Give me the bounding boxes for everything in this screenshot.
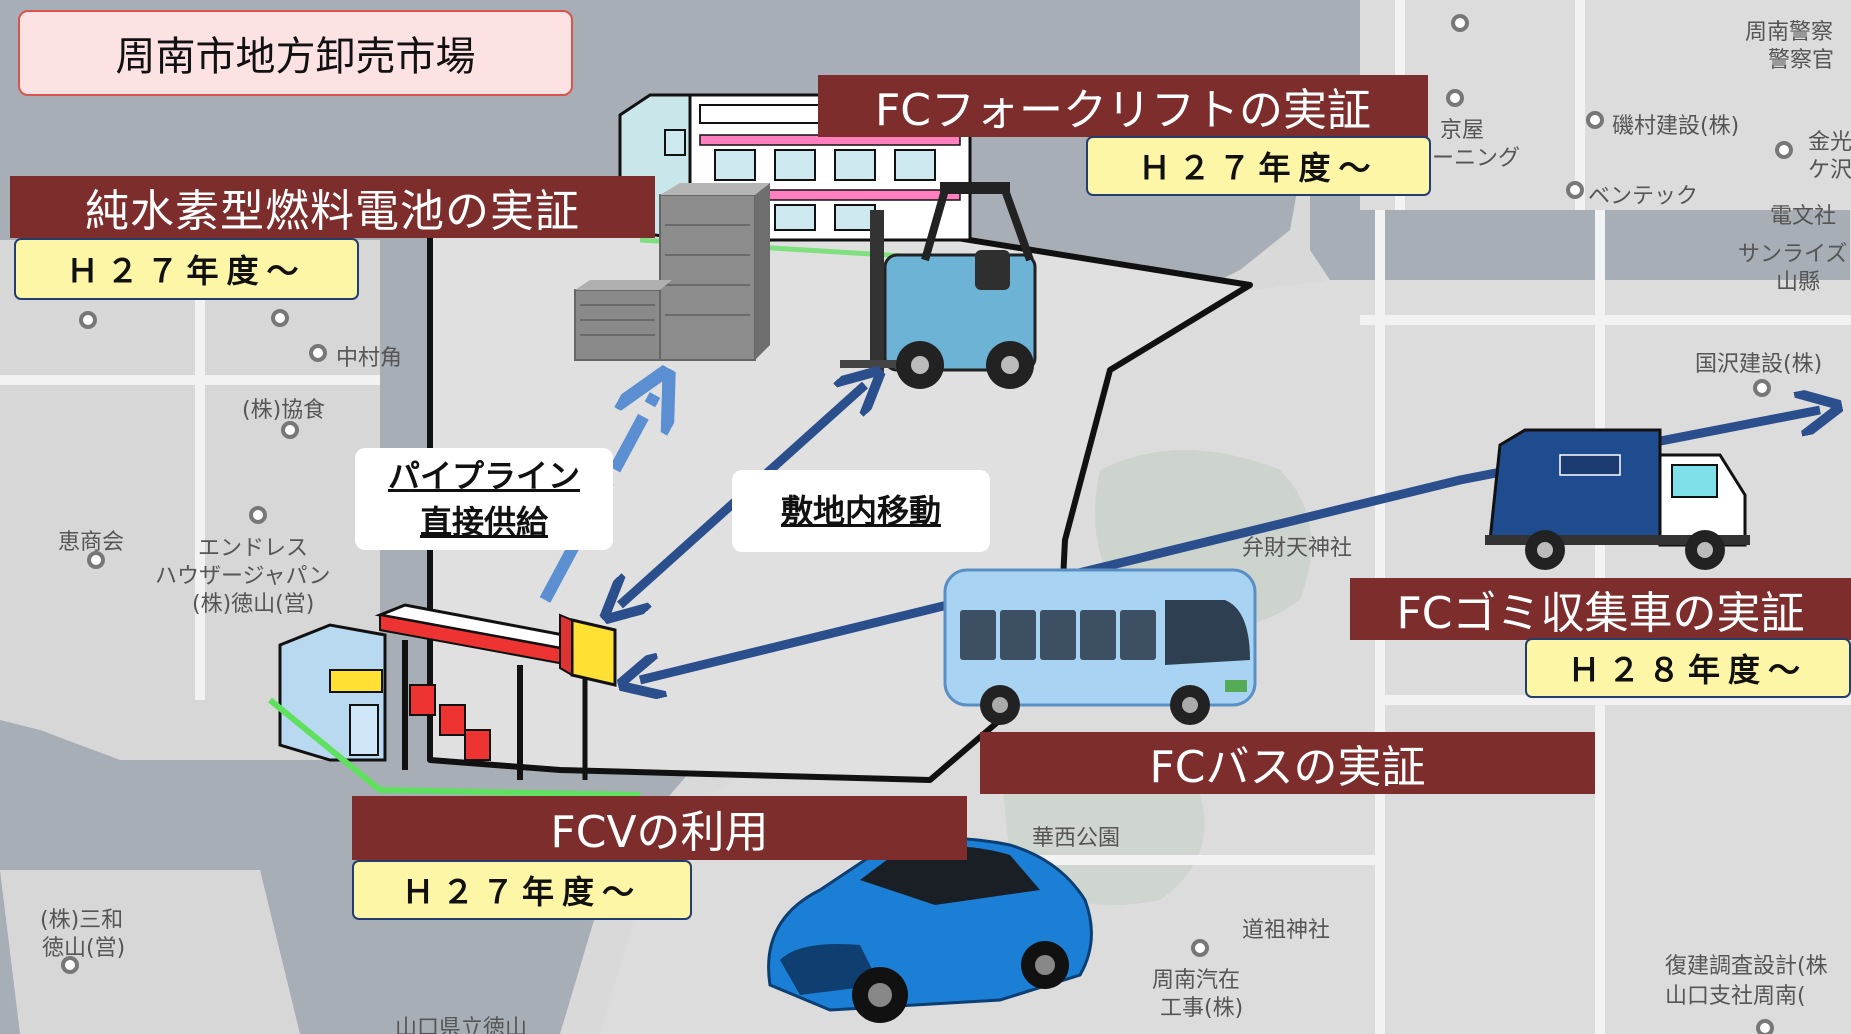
land-left-lower (0, 870, 300, 1034)
forklift-year: Ｈ２７年度～ (1086, 136, 1431, 196)
map-label: ーニング (1432, 146, 1521, 171)
bus-route-arrow (640, 410, 1820, 680)
fcv-year: Ｈ２７年度～ (352, 860, 692, 920)
map-label: 国沢建設(株) (1695, 352, 1823, 377)
fuel-cell-year: Ｈ２７年度～ (14, 238, 359, 300)
map-label: 工事(株) (1160, 996, 1244, 1021)
bus-banner: FCバスの実証 (980, 732, 1595, 794)
map-label: 山口支社周南( (1665, 984, 1806, 1009)
map-label: 中村角 (336, 346, 403, 371)
hydrogen-station-icon (268, 603, 641, 798)
garbage-truck-year: Ｈ２８年度～ (1525, 638, 1851, 698)
map-label: 山縣 (1776, 270, 1821, 295)
map-label: サンライズ (1738, 242, 1848, 267)
map-label: ケ沢 (1808, 158, 1851, 183)
page-title: 周南市地方卸売市場 (18, 10, 573, 96)
forklift-banner: FCフォークリフトの実証 (818, 75, 1428, 137)
map-label: ベンテック (1588, 184, 1699, 209)
pipeline-callout: パイプライン 直接供給 (355, 448, 613, 550)
map-label: 恵商会 (58, 530, 125, 555)
map-label: 電文社 (1770, 204, 1837, 229)
fcv-banner: FCVの利用 (352, 796, 967, 860)
map-label: (株)三和 (40, 908, 124, 933)
map-label: 周南警察 (1745, 20, 1834, 45)
map-label: 磯村建設(株) (1612, 114, 1740, 139)
fuel-cell-banner: 純水素型燃料電池の実証 (10, 176, 655, 238)
fuel-cell-unit-icon (574, 183, 770, 361)
land-left (0, 240, 380, 760)
map-label: エンドレス (198, 536, 309, 561)
fc-garbage-truck-icon (1485, 428, 1750, 570)
map-label: 京屋 (1440, 118, 1485, 143)
map-label: ハウザージャパン (155, 564, 331, 589)
map-label: 弁財天神社 (1242, 536, 1353, 561)
map-label: 山口県立徳山 (395, 1016, 528, 1034)
land-right-upper (1360, 0, 1851, 210)
map-label: (株)協食 (242, 398, 326, 423)
map-label: (株)徳山(営) (192, 592, 315, 617)
map-label: 金光 (1808, 130, 1851, 155)
map-label: 警察官 (1768, 48, 1835, 73)
fc-bus-icon (943, 568, 1257, 725)
garbage-truck-banner: FCゴミ収集車の実証 (1350, 578, 1851, 640)
map-label: 華西公園 (1032, 826, 1121, 851)
map-label: 復建調査設計(株 (1665, 954, 1828, 979)
map-label: 周南汽在 (1152, 968, 1241, 993)
onsite-move-callout: 敷地内移動 (732, 470, 990, 552)
pipeline-line2: 直接供給 (419, 503, 548, 541)
fcv-car-icon (767, 837, 1093, 1023)
forklift-icon (840, 182, 1037, 389)
map-label: 徳山(営) (42, 936, 126, 961)
pipeline-line1: パイプライン (387, 457, 580, 495)
map-label: 道祖神社 (1242, 918, 1331, 943)
